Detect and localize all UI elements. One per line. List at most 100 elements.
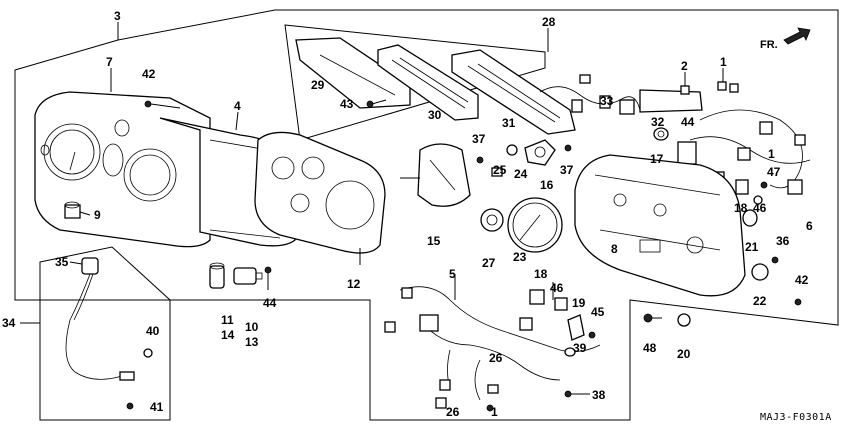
callout-28: 28 xyxy=(542,15,556,29)
clamp-18b xyxy=(529,289,545,305)
front-direction-arrow: FR. xyxy=(760,27,811,51)
callout-14: 14 xyxy=(221,328,235,342)
bolt-48 xyxy=(643,313,662,323)
callout-16: 16 xyxy=(540,178,554,192)
callout-23: 23 xyxy=(513,250,527,264)
nut-17 xyxy=(653,127,669,141)
clip-39 xyxy=(564,347,576,357)
callout-39: 39 xyxy=(573,341,587,355)
meter-visor-12 xyxy=(254,131,386,254)
screw-26 xyxy=(486,404,494,412)
callout-37b: 37 xyxy=(560,163,574,177)
callout-17: 17 xyxy=(650,152,664,166)
callout-44: 44 xyxy=(263,296,277,310)
callout-2: 2 xyxy=(681,59,688,73)
callout-42: 42 xyxy=(142,67,156,81)
callout-5: 5 xyxy=(449,267,456,281)
clip-25 xyxy=(491,167,503,177)
callout-45: 45 xyxy=(591,305,605,319)
callout-7: 7 xyxy=(106,55,113,69)
screw-47 xyxy=(760,181,768,189)
bulb-harness-33 xyxy=(539,74,641,115)
screw-42b xyxy=(794,298,802,306)
callout-15: 15 xyxy=(427,234,441,248)
bracket-32 xyxy=(639,89,703,113)
washer-24 xyxy=(506,144,518,156)
screw-36 xyxy=(771,256,779,264)
indicator-housing-29 xyxy=(295,37,411,109)
callout-4: 4 xyxy=(234,99,241,113)
direction-label: FR. xyxy=(760,39,778,51)
callout-26: 26 xyxy=(489,351,503,365)
indicator-panel-31 xyxy=(451,49,576,135)
callout-1: 1 xyxy=(720,55,727,69)
callout-24: 24 xyxy=(514,167,528,181)
washer-46 xyxy=(753,195,763,205)
callout-42b: 42 xyxy=(795,273,809,287)
subassembly-frame-28 xyxy=(284,24,546,141)
screw-41 xyxy=(126,402,134,410)
screw-42 xyxy=(144,100,181,109)
callout-44b: 44 xyxy=(681,115,695,129)
callout-18b: 18 xyxy=(534,267,548,281)
callout-32: 32 xyxy=(651,115,665,129)
gauge-23 xyxy=(507,197,563,253)
callout-6: 6 xyxy=(806,219,813,233)
grommet-22 xyxy=(751,263,769,281)
callout-labels: 3 7 42 4 9 28 29 43 30 31 33 32 2 1 44 1… xyxy=(2,9,832,423)
callout-20: 20 xyxy=(677,347,691,361)
screw-38 xyxy=(564,390,590,398)
motor-27 xyxy=(480,208,504,232)
bracket-19 xyxy=(567,314,585,341)
callout-43: 43 xyxy=(340,97,354,111)
screw-44 xyxy=(264,266,272,290)
callout-22: 22 xyxy=(753,294,767,308)
subframe-34 xyxy=(39,246,171,421)
screw-37 xyxy=(476,156,484,164)
bulb-2 xyxy=(680,85,690,95)
screw-43 xyxy=(366,99,387,108)
callout-40: 40 xyxy=(146,324,160,338)
callout-30: 30 xyxy=(428,108,442,122)
callout-13: 13 xyxy=(245,335,259,349)
washer-20 xyxy=(677,313,691,327)
callout-46b: 46 xyxy=(550,281,564,295)
callout-29: 29 xyxy=(311,78,325,92)
callout-9: 9 xyxy=(94,208,101,222)
callout-8: 8 xyxy=(611,242,618,256)
callout-38: 38 xyxy=(592,388,606,402)
callout-21: 21 xyxy=(745,240,759,254)
callout-1b: 1 xyxy=(768,147,775,161)
callout-31: 31 xyxy=(502,116,516,130)
callout-47: 47 xyxy=(767,165,781,179)
callout-48: 48 xyxy=(643,341,657,355)
bulb-1 xyxy=(717,81,739,93)
screw-37b xyxy=(564,144,572,152)
callout-35: 35 xyxy=(55,255,69,269)
stepper-16 xyxy=(524,139,556,166)
bulb-socket-10 xyxy=(233,267,263,285)
gauge-15 xyxy=(400,143,471,207)
leader-lines xyxy=(20,22,724,324)
callout-26b: 26 xyxy=(446,405,460,419)
indicator-panel-30 xyxy=(377,44,479,121)
callout-36: 36 xyxy=(776,234,790,248)
clamp-46b xyxy=(554,297,568,311)
socket-18 xyxy=(735,179,749,195)
callout-34: 34 xyxy=(2,316,16,330)
diagram-code: MAJ3-F0301A xyxy=(760,412,832,423)
callout-11: 11 xyxy=(221,313,234,327)
meter-housing-8 xyxy=(574,154,746,297)
speedo-cable-34 xyxy=(65,257,153,381)
callout-25: 25 xyxy=(493,163,507,177)
grommet-9 xyxy=(64,201,81,219)
callout-3: 3 xyxy=(114,9,121,23)
callout-41: 41 xyxy=(150,400,164,414)
callout-37: 37 xyxy=(472,132,486,146)
callout-18: 18 xyxy=(734,201,748,215)
callout-46: 46 xyxy=(753,201,767,215)
callout-10: 10 xyxy=(245,320,259,334)
callout-33: 33 xyxy=(600,94,614,108)
callout-19: 19 xyxy=(572,296,586,310)
